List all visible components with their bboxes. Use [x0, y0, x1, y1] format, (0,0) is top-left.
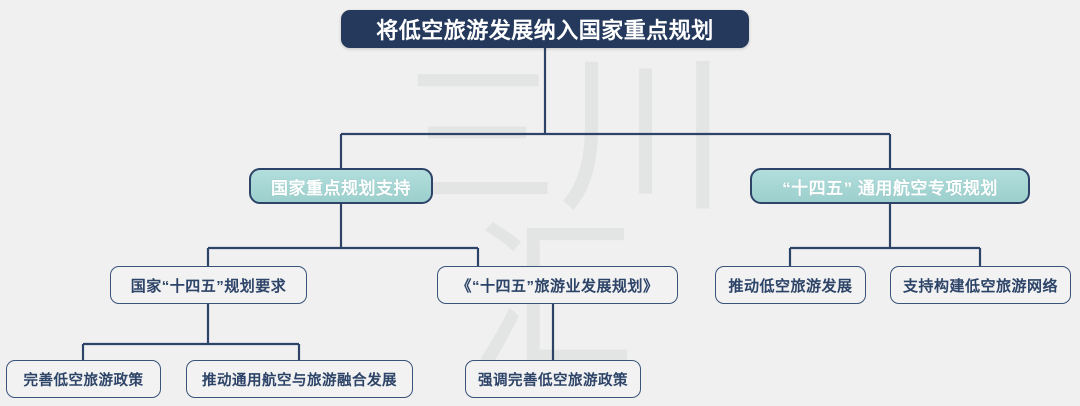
watermark-char-2: 川 [558, 38, 729, 236]
node-level2-14th-five-year-aviation-plan[interactable]: “十四五” 通用航空专项规划 [750, 168, 1030, 204]
node-level4-aviation-tourism-integration[interactable]: 推动通用航空与旅游融合发展 [186, 360, 413, 398]
node-level3-promote-low-altitude-tourism[interactable]: 推动低空旅游发展 [715, 266, 866, 304]
node-level4-improve-policy[interactable]: 完善低空旅游政策 [6, 360, 161, 398]
node-level3-national-14th-plan-requirement[interactable]: 国家“十四五”规划要求 [110, 266, 307, 304]
node-level3-support-tourism-network[interactable]: 支持构建低空旅游网络 [890, 266, 1071, 304]
node-root[interactable]: 将低空旅游发展纳入国家重点规划 [341, 10, 749, 48]
node-level3-tourism-development-plan[interactable]: 《“十四五”旅游业发展规划》 [437, 266, 678, 304]
node-level2-national-plan-support[interactable]: 国家重点规划支持 [249, 168, 433, 204]
node-level4-emphasize-improve-policy[interactable]: 强调完善低空旅游政策 [465, 360, 641, 398]
